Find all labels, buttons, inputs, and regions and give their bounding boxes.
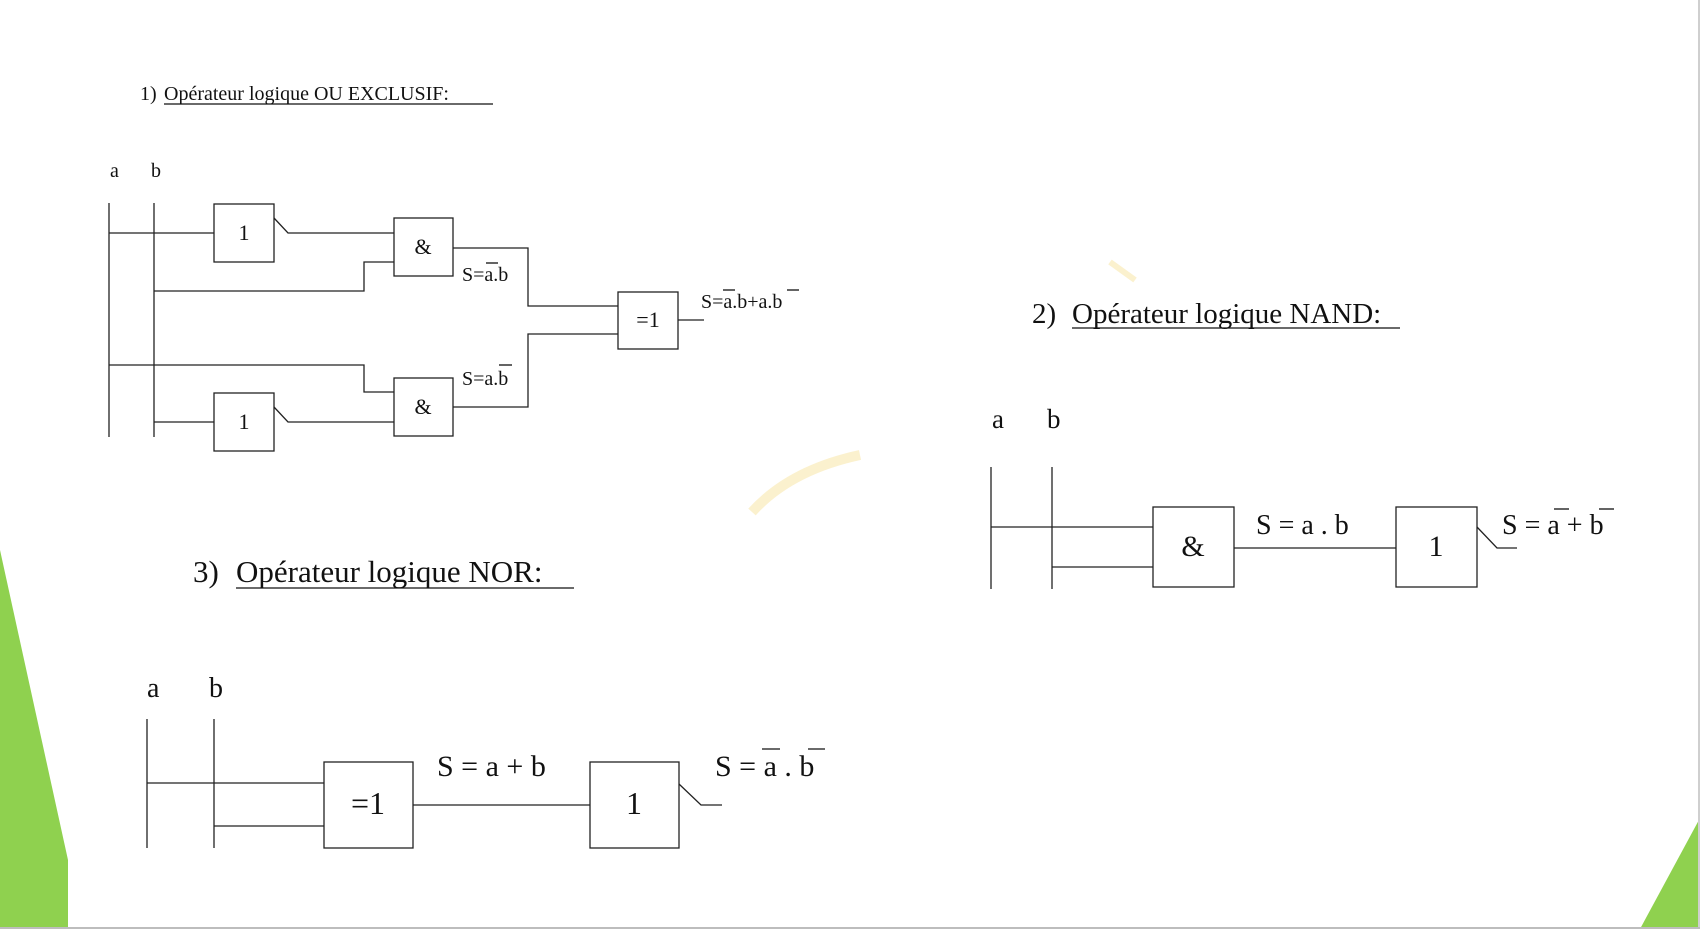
nor-wire (678, 783, 722, 806)
xor-input-b-label: b (151, 160, 161, 182)
nor-number: 3) (193, 554, 219, 589)
nor-input-a-label: a (147, 673, 160, 704)
nand-and-gate-label: & (1181, 530, 1204, 563)
nand-title: Opérateur logique NAND: (1072, 298, 1381, 330)
xor-wire (453, 333, 618, 408)
xor-and-gate-top-label: & (414, 234, 431, 259)
nor-not-gate-label: 1 (626, 785, 642, 821)
xor-number: 1) (140, 83, 157, 105)
nand-wire (1476, 526, 1517, 549)
nor-output-final: S = a . b (715, 750, 814, 783)
xor-output-bottom: S=a.b (462, 368, 508, 390)
nor-title: Opérateur logique NOR: (236, 554, 542, 589)
slide-right-edge (1698, 0, 1700, 929)
nor-or-gate (323, 761, 414, 849)
xor-gate-label: =1 (636, 307, 659, 332)
xor-output-final: S=a.b+a.b (701, 291, 782, 313)
xor-wire (273, 217, 394, 234)
nand-section: 2) Opérateur logique NAND: a b & S = a .… (990, 298, 1614, 589)
xor-and-gate-top (393, 217, 454, 277)
xor-output-top: S=a.b (462, 264, 508, 286)
xor-wire (154, 261, 394, 292)
xor-not-gate-top-label: 1 (239, 220, 250, 245)
xor-wire (273, 406, 394, 423)
xor-wire (109, 364, 394, 393)
nor-input-b-label: b (209, 673, 223, 704)
nand-input-a-label: a (992, 404, 1004, 434)
nand-not-gate (1395, 506, 1478, 588)
xor-and-gate-bottom-label: & (414, 394, 431, 419)
slide-bottom-edge (0, 927, 1700, 929)
green-accent-left (0, 550, 68, 929)
nand-output-mid: S = a . b (1256, 510, 1349, 541)
xor-not-gate-top (213, 203, 275, 263)
green-accent-right (1640, 818, 1700, 929)
nand-output-final: S = a + b (1502, 510, 1604, 541)
nor-not-gate (589, 761, 680, 849)
xor-input-a-label: a (110, 160, 119, 182)
nand-input-b-label: b (1047, 404, 1061, 434)
nand-not-gate-label: 1 (1429, 530, 1444, 563)
xor-not-gate-bottom-label: 1 (239, 409, 250, 434)
xor-and-gate-bottom (393, 377, 454, 437)
nor-section: 3) Opérateur logique NOR: a b =1 S = a +… (146, 554, 825, 849)
nand-number: 2) (1032, 298, 1056, 330)
nand-and-gate (1152, 506, 1235, 588)
xor-gate (617, 291, 679, 350)
watermark (748, 259, 1137, 516)
nor-output-mid: S = a + b (437, 750, 546, 783)
xor-not-gate-bottom (213, 392, 275, 452)
xor-title: Opérateur logique OU EXCLUSIF: (164, 83, 449, 105)
xor-wire (453, 247, 618, 307)
nor-or-gate-label: =1 (351, 785, 385, 821)
xor-section: 1) Opérateur logique OU EXCLUSIF: a b 1 … (108, 83, 799, 452)
